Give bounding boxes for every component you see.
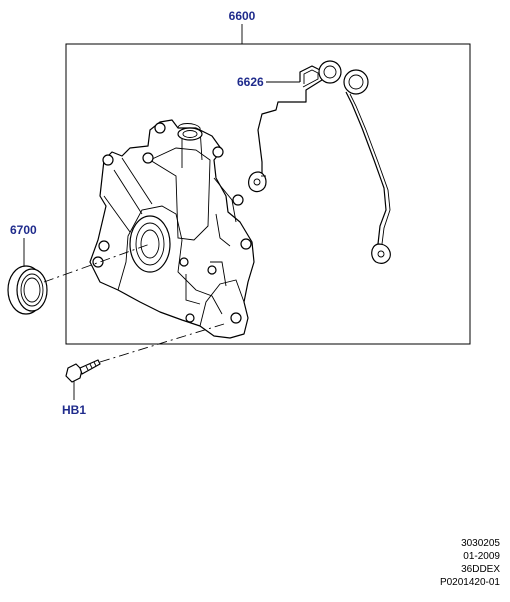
callout-6700[interactable]: 6700	[10, 223, 37, 237]
callout-hb1[interactable]: HB1	[62, 403, 86, 417]
ref-number: 3030205	[461, 538, 500, 549]
callout-6626[interactable]: 6626	[237, 75, 264, 89]
callout-6600[interactable]: 6600	[229, 9, 256, 23]
bolt-alignment-line	[99, 323, 225, 363]
crankshaft-front-seal	[7, 265, 48, 315]
oil-pump-front-cover	[89, 119, 255, 339]
oil-pump-gasket	[248, 60, 391, 264]
assembly-frame	[65, 43, 471, 345]
hex-bolt	[65, 359, 101, 383]
reference-codes: 3030205 01-2009 36DDEX P0201420-01	[440, 537, 500, 589]
ref-date: 01-2009	[463, 551, 500, 562]
ref-code: 36DDEX	[461, 564, 500, 575]
ref-illustration-id: P0201420-01	[439, 577, 500, 588]
